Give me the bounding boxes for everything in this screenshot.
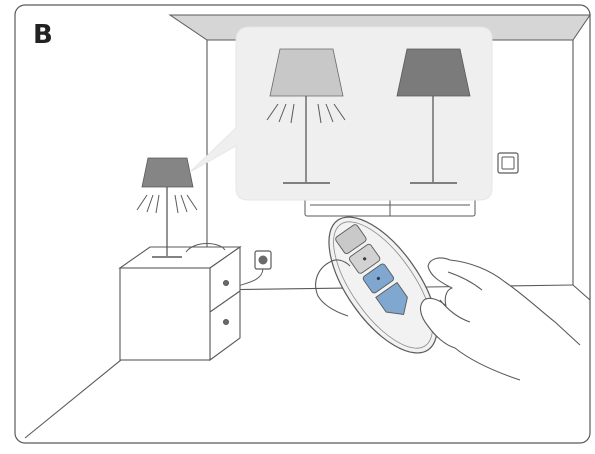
nightstand [120,244,240,361]
wall-switch [498,153,518,173]
panel-label: B [33,22,53,48]
